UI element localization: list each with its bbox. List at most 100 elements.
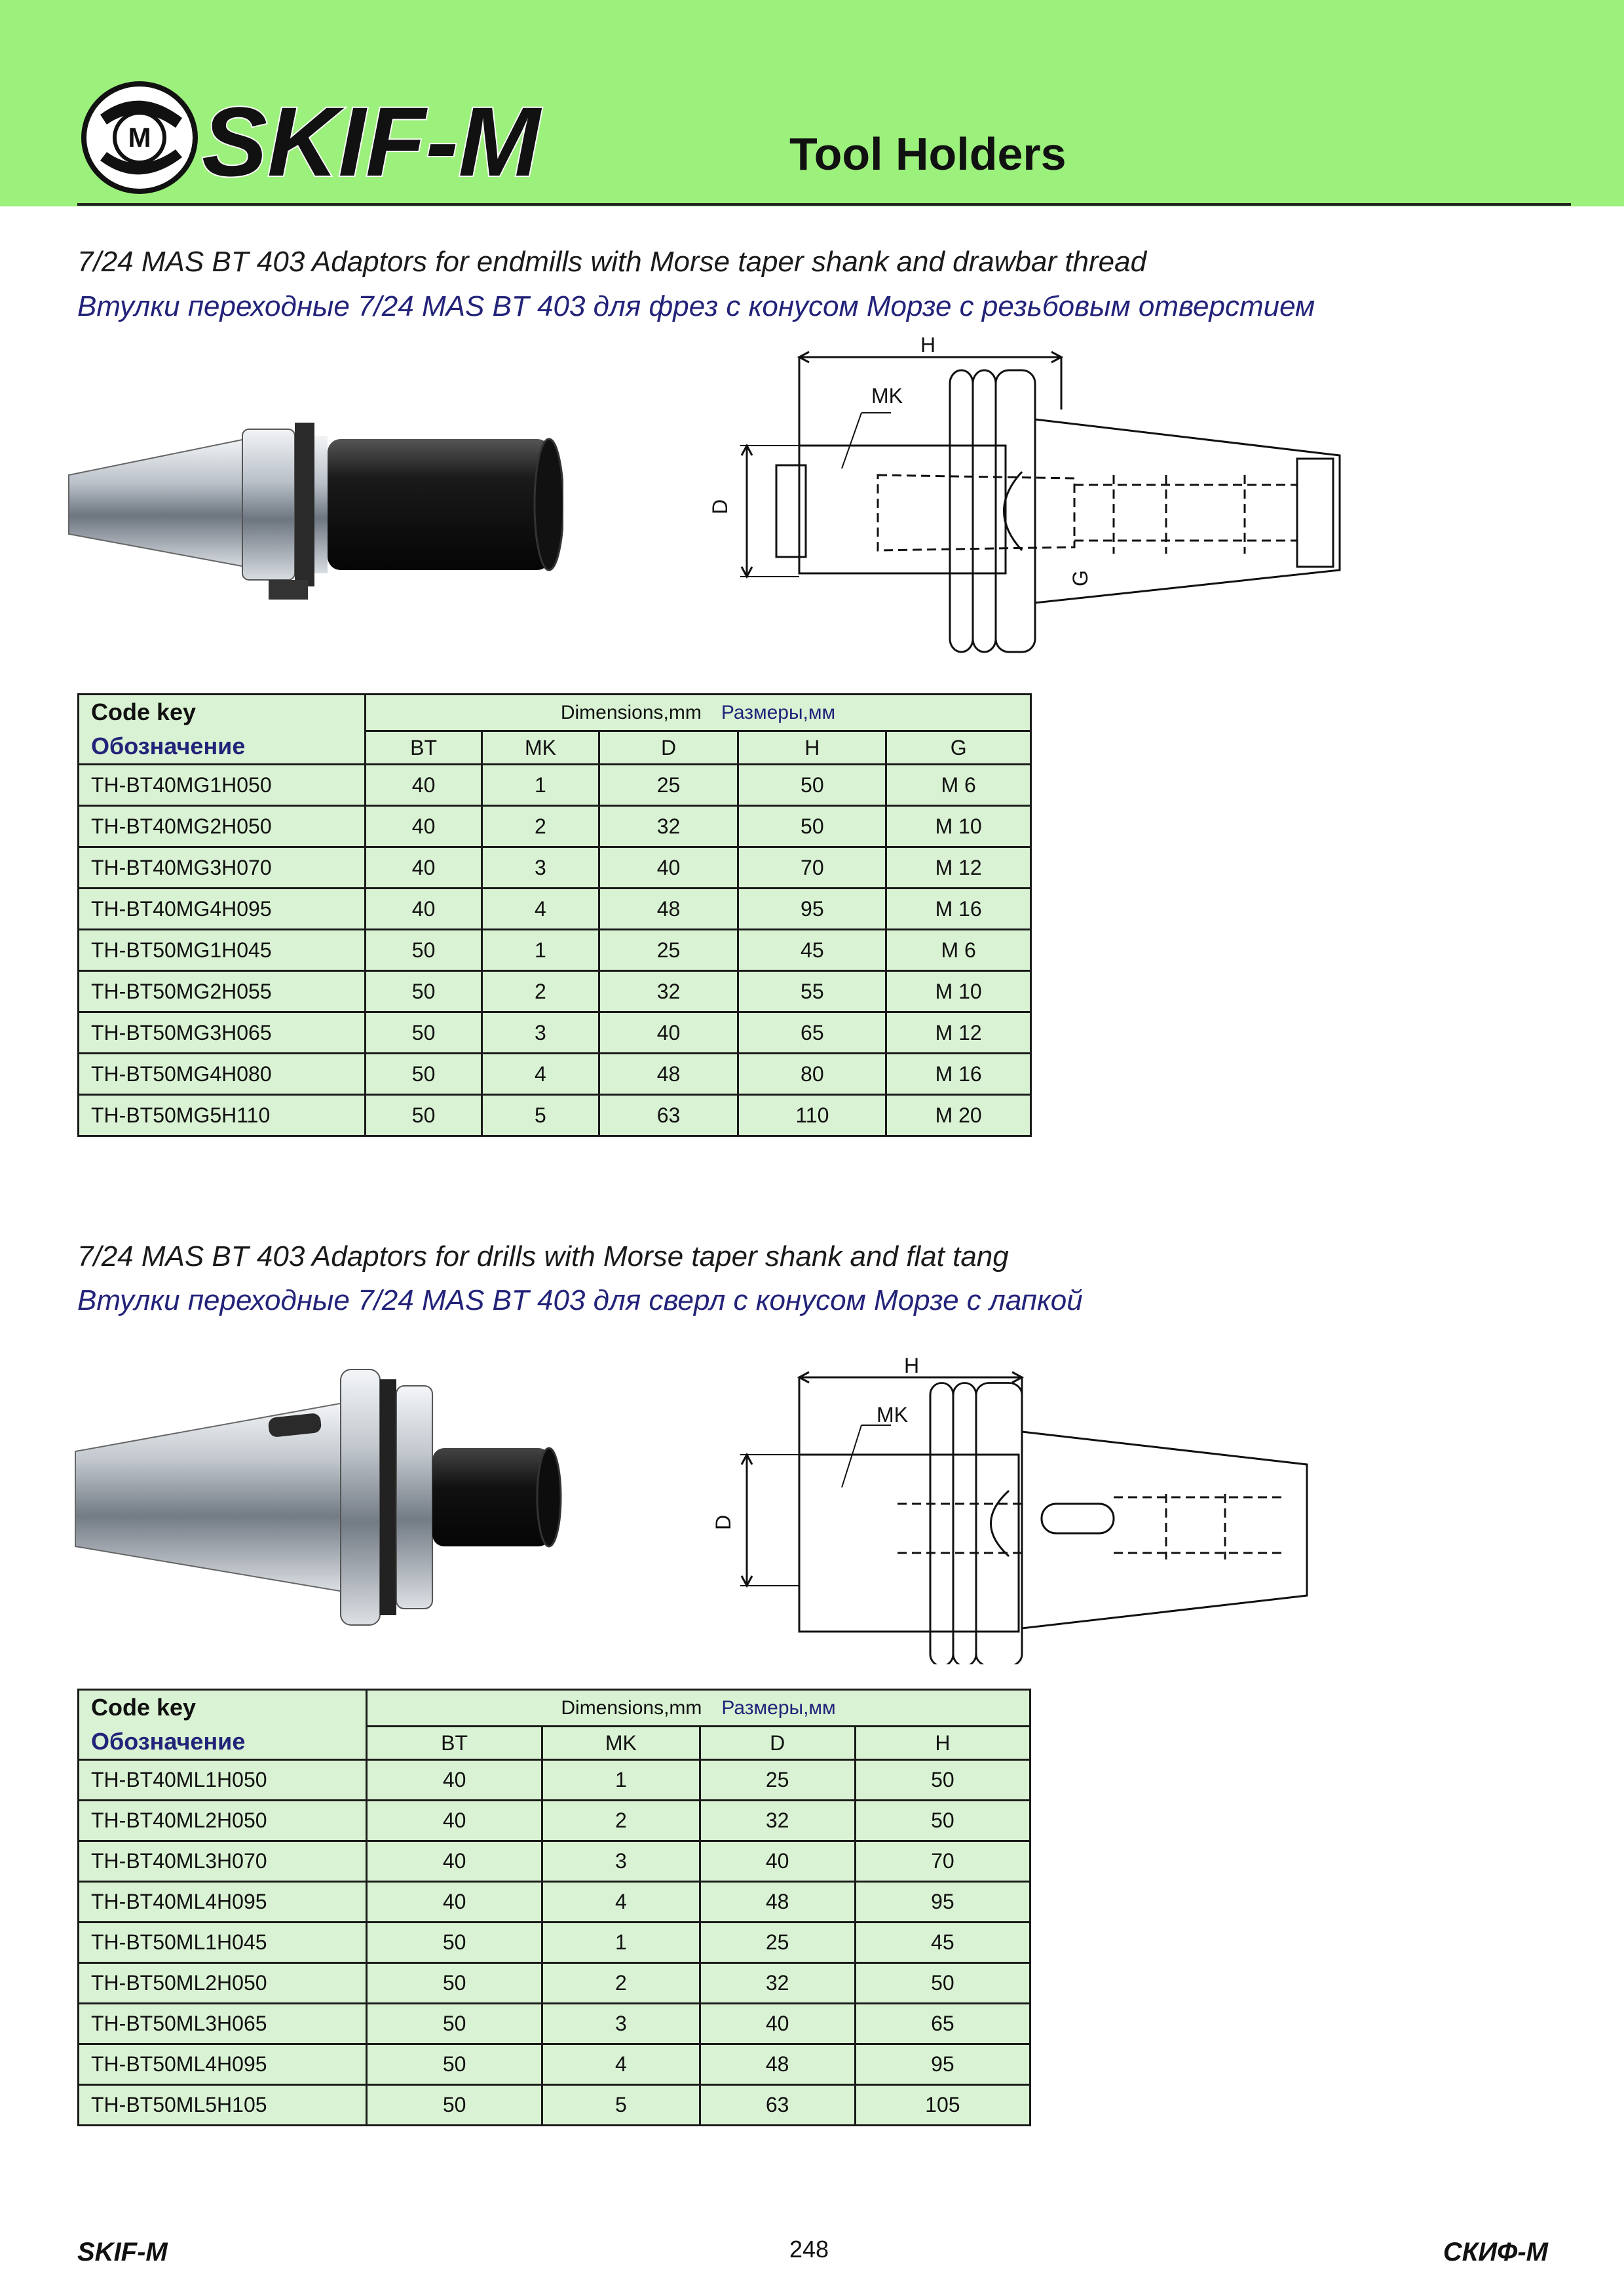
drawing1-label-mk: MK bbox=[871, 384, 903, 408]
logo-mark-text: M bbox=[128, 122, 151, 153]
code-key-cell: TH-BT40ML4H095 bbox=[77, 1881, 368, 1923]
dimension-cell: 40 bbox=[364, 805, 483, 848]
dimension-cell: 25 bbox=[698, 1759, 856, 1801]
dimension-cell: 5 bbox=[541, 2084, 701, 2126]
code-key-cell: TH-BT40MG1H050 bbox=[77, 763, 366, 807]
dimension-cell: 48 bbox=[698, 1881, 856, 1923]
code-key-cell: TH-BT50MG4H080 bbox=[77, 1052, 366, 1096]
dimension-cell: 50 bbox=[364, 970, 483, 1013]
table2-code-key-en: Code key bbox=[91, 1694, 197, 1721]
dimension-cell: 3 bbox=[481, 846, 600, 889]
logo-brand-text: SKIF-M bbox=[202, 86, 542, 197]
section2-title-ru: Втулки переходные 7/24 MAS BT 403 для св… bbox=[77, 1284, 1083, 1316]
dimension-cell: 50 bbox=[366, 2002, 544, 2045]
dimension-cell: 40 bbox=[364, 887, 483, 930]
drawing2-label-d: D bbox=[714, 1515, 735, 1530]
dimension-cell: 3 bbox=[541, 2002, 701, 2045]
dimension-cell: 50 bbox=[854, 1799, 1032, 1842]
dimension-cell: M 16 bbox=[885, 887, 1032, 930]
dimension-cell: 55 bbox=[737, 970, 888, 1013]
table1-col-header: MK bbox=[481, 730, 600, 765]
dimension-cell: 32 bbox=[698, 1962, 856, 2004]
brand-logo: M SKIF-M bbox=[81, 81, 544, 197]
dimension-cell: 50 bbox=[854, 1759, 1032, 1801]
dimension-cell: 2 bbox=[541, 1962, 701, 2004]
dimension-cell: 50 bbox=[737, 763, 888, 807]
dimension-cell: 50 bbox=[364, 1052, 483, 1096]
drawing1-label-d: D bbox=[708, 499, 732, 514]
drill-adaptor-photo bbox=[75, 1369, 562, 1626]
dimension-cell: 40 bbox=[597, 1011, 740, 1054]
table2-col-header: MK bbox=[541, 1725, 701, 1761]
code-key-cell: TH-BT40ML1H050 bbox=[77, 1759, 368, 1801]
dimension-cell: 3 bbox=[541, 1840, 701, 1883]
dimension-cell: 48 bbox=[597, 1052, 740, 1096]
table2-code-key-header: Code key Обозначение bbox=[77, 1689, 368, 1761]
dimension-cell: M 6 bbox=[885, 928, 1032, 972]
dimension-cell: M 10 bbox=[885, 970, 1032, 1013]
drawing2-label-h: H bbox=[904, 1356, 919, 1377]
dimension-cell: 105 bbox=[854, 2084, 1032, 2126]
dimension-cell: 50 bbox=[366, 1962, 544, 2004]
dimension-cell: M 12 bbox=[885, 846, 1032, 889]
dimension-cell: 95 bbox=[854, 2043, 1032, 2086]
dimension-cell: 2 bbox=[481, 805, 600, 848]
dimension-cell: 40 bbox=[597, 846, 740, 889]
table1-col-header: BT bbox=[364, 730, 483, 765]
code-key-cell: TH-BT40ML3H070 bbox=[77, 1840, 368, 1883]
section2-title-en: 7/24 MAS BT 403 Adaptors for drills with… bbox=[77, 1240, 1009, 1272]
dimension-cell: 25 bbox=[698, 1921, 856, 1964]
dimension-cell: 95 bbox=[737, 887, 888, 930]
dimension-cell: 45 bbox=[854, 1921, 1032, 1964]
dimension-cell: 4 bbox=[481, 1052, 600, 1096]
dimension-cell: 32 bbox=[597, 970, 740, 1013]
dimension-cell: 40 bbox=[364, 846, 483, 889]
code-key-cell: TH-BT50MG1H045 bbox=[77, 928, 366, 972]
dimension-cell: 25 bbox=[597, 928, 740, 972]
dimension-cell: 40 bbox=[366, 1759, 544, 1801]
code-key-cell: TH-BT40ML2H050 bbox=[77, 1799, 368, 1842]
code-key-cell: TH-BT40MG4H095 bbox=[77, 887, 366, 930]
dimension-cell: 1 bbox=[481, 928, 600, 972]
dimension-cell: 40 bbox=[366, 1840, 544, 1883]
dimension-cell: 4 bbox=[481, 887, 600, 930]
drawing2-label-mk: MK bbox=[877, 1403, 908, 1426]
dimension-cell: 1 bbox=[481, 763, 600, 807]
code-key-cell: TH-BT50MG5H110 bbox=[77, 1094, 366, 1137]
table1-code-key-header: Code key Обозначение bbox=[77, 693, 366, 765]
dimension-cell: 80 bbox=[737, 1052, 888, 1096]
dimension-cell: 2 bbox=[541, 1799, 701, 1842]
dimension-cell: 40 bbox=[364, 763, 483, 807]
dimension-cell: 40 bbox=[698, 1840, 856, 1883]
endmill-adaptor-photo bbox=[68, 423, 563, 600]
section1-title-en: 7/24 MAS BT 403 Adaptors for endmills wi… bbox=[77, 246, 1147, 278]
header-band bbox=[0, 0, 1624, 206]
dimension-cell: 1 bbox=[541, 1921, 701, 1964]
dimension-cell: 63 bbox=[597, 1094, 740, 1137]
dimension-cell: M 6 bbox=[885, 763, 1032, 807]
dimension-cell: 50 bbox=[366, 2084, 544, 2126]
dimension-cell: 50 bbox=[737, 805, 888, 848]
dimension-cell: M 20 bbox=[885, 1094, 1032, 1137]
table2-dims-en: Dimensions,mm bbox=[561, 1696, 702, 1719]
dimension-cell: 4 bbox=[541, 1881, 701, 1923]
dimension-cell: 48 bbox=[698, 2043, 856, 2086]
drawing1-label-h: H bbox=[920, 337, 935, 356]
page-title: Tool Holders bbox=[789, 128, 1067, 180]
dimension-cell: 65 bbox=[737, 1011, 888, 1054]
